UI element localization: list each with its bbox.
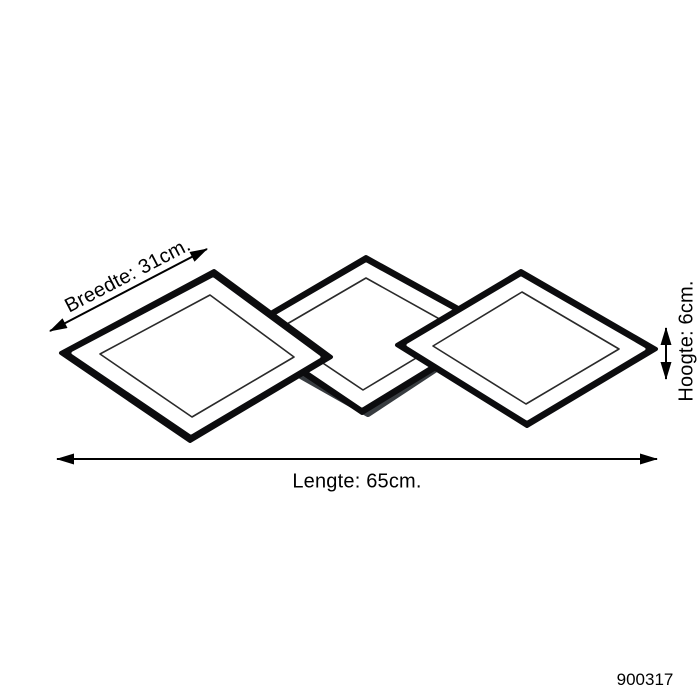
dimension-arrows — [49, 248, 672, 465]
product-code: 900317 — [616, 670, 674, 689]
height-dimension-label: Hoogte: 6cm. — [675, 280, 698, 402]
right-frame — [395, 269, 658, 428]
breedte-arrow — [49, 248, 208, 332]
length-dimension-label: Lengte: 65cm. — [292, 470, 422, 493]
